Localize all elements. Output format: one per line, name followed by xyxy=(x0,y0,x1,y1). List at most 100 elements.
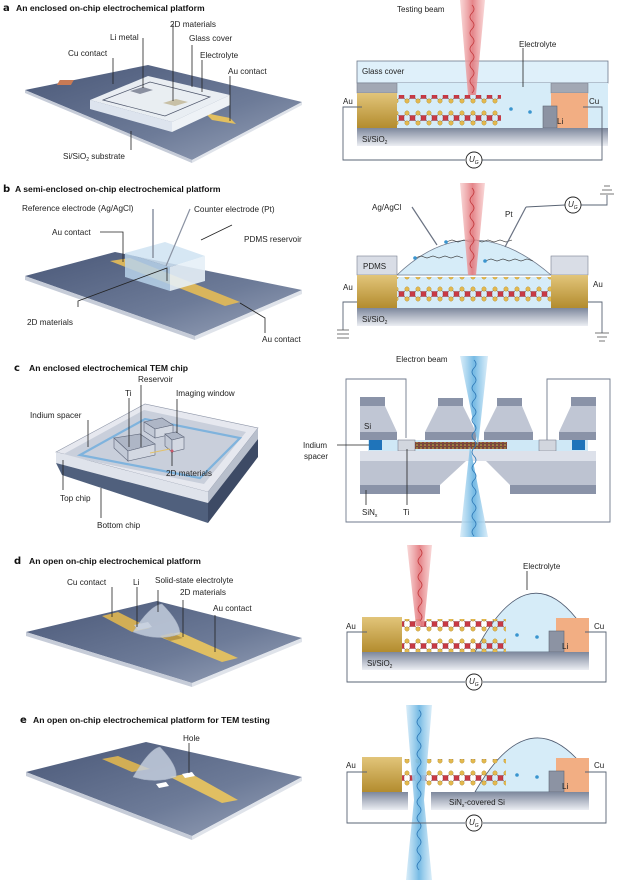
li-ion xyxy=(515,773,519,777)
cu-contact-pad xyxy=(56,80,74,85)
label-reference-electrode: Reference electrode (Ag/AgCl) xyxy=(22,204,134,213)
au-electrode xyxy=(362,617,402,652)
label-counter-electrode: Counter electrode (Pt) xyxy=(194,205,275,214)
wave-icon xyxy=(417,548,423,622)
label-indium-spacer: Indium spacer xyxy=(30,411,82,420)
label-li: Li xyxy=(562,642,568,651)
au-contact-pad xyxy=(205,113,236,124)
label-voltage: UG xyxy=(568,200,578,211)
panel-a: a An enclosed on-chip electrochemical pl… xyxy=(3,0,609,169)
label-li: Li xyxy=(562,782,568,791)
panel-d: d An open on-chip electrochemical platfo… xyxy=(14,545,607,691)
li-ion xyxy=(515,633,519,637)
panel-letter: d xyxy=(14,556,21,567)
label-electrolyte-right: Electrolyte xyxy=(519,40,557,49)
electron-beam xyxy=(406,705,432,880)
testing-beam xyxy=(460,0,485,95)
chip-illustration-b xyxy=(25,208,302,340)
counter-electrode xyxy=(165,208,191,267)
ground-icon xyxy=(600,185,614,195)
electron-beam xyxy=(460,356,488,537)
glass-cover xyxy=(90,76,230,122)
label-substrate-right: Si/SiO2 xyxy=(362,315,388,326)
indium-spacer xyxy=(369,440,382,450)
solid-electrolyte-dome xyxy=(132,746,177,781)
label-au-right: Au xyxy=(593,280,603,289)
label-au: Au xyxy=(346,761,356,770)
label-agcl: Ag/AgCl xyxy=(372,203,402,212)
label-indium-spacer-2: spacer xyxy=(304,452,328,461)
chip-illustration-c xyxy=(55,403,259,523)
ti-electrode xyxy=(397,439,416,452)
chip-illustration-a xyxy=(25,65,302,163)
li-block xyxy=(542,105,558,129)
label-2d-materials: 2D materials xyxy=(27,318,73,327)
materials-2d-dot xyxy=(170,449,174,453)
panel-title: An enclosed electrochemical TEM chip xyxy=(29,363,188,373)
panel-letter: a xyxy=(3,3,10,14)
agcl-electrode xyxy=(411,206,438,246)
lattice-2d-material xyxy=(415,442,507,449)
label-substrate: Si/SiO2 xyxy=(367,659,393,670)
label-glass-cover: Glass cover xyxy=(189,34,232,43)
label-pt: Pt xyxy=(505,210,513,219)
label-cu-contact: Cu contact xyxy=(67,578,107,587)
wave-icon xyxy=(469,4,475,94)
hole xyxy=(182,772,195,778)
li-metal xyxy=(130,87,153,94)
testing-beam xyxy=(407,545,432,626)
label-au: Au xyxy=(343,97,353,106)
hole xyxy=(156,782,169,788)
label-glass-cover-right: Glass cover xyxy=(362,67,405,76)
label-si: Si xyxy=(364,422,371,431)
lattice-2d-material xyxy=(397,277,551,308)
panel-title: An open on-chip electrochemical platform xyxy=(29,556,201,566)
label-reservoir: Reservoir xyxy=(138,375,173,384)
solid-electrolyte-dome xyxy=(132,603,181,638)
cu-contact-strip xyxy=(102,756,150,772)
label-li-metal: Li metal xyxy=(110,33,139,42)
label-au-contact: Au contact xyxy=(228,67,267,76)
si-block xyxy=(360,406,397,432)
panel-letter: c xyxy=(14,363,20,374)
cross-section-e xyxy=(346,705,607,880)
label-bottom-chip: Bottom chip xyxy=(97,521,141,530)
label-electrolyte: Electrolyte xyxy=(523,562,561,571)
panel-letter: b xyxy=(3,184,10,195)
chip-illustration-d xyxy=(26,601,302,687)
label-imaging-window: Imaging window xyxy=(176,389,235,398)
label-testing-beam: Testing beam xyxy=(397,5,445,14)
panel-title: An open on-chip electrochemical platform… xyxy=(33,715,270,725)
panel-c: c An enclosed electrochemical TEM chip xyxy=(14,355,611,537)
label-substrate-right: Si/SiO2 xyxy=(362,135,388,146)
indium-spacer-ring xyxy=(76,417,243,480)
wave-icon xyxy=(471,359,477,537)
surfactant-chain xyxy=(414,255,464,259)
sinx-layer xyxy=(360,485,440,494)
label-2d-materials: 2D materials xyxy=(170,20,216,29)
cross-section-d xyxy=(346,545,607,691)
wave-icon xyxy=(469,187,475,269)
materials-2d xyxy=(163,99,188,106)
voltage-source-icon xyxy=(465,151,483,169)
li-ion xyxy=(535,635,539,639)
label-2d-materials: 2D materials xyxy=(166,469,212,478)
label-voltage: UG xyxy=(469,677,479,688)
label-li: Li xyxy=(557,117,563,126)
label-electron-beam: Electron beam xyxy=(396,355,448,364)
au-electrode-left xyxy=(357,275,397,308)
voltage-source-icon xyxy=(465,814,483,832)
substrate xyxy=(26,601,302,683)
panel-title: An enclosed on-chip electrochemical plat… xyxy=(16,3,205,13)
label-au-contact: Au contact xyxy=(213,604,252,613)
label-electrolyte: Electrolyte xyxy=(200,51,239,60)
label-top-chip: Top chip xyxy=(60,494,91,503)
pdms-reservoir xyxy=(125,242,205,267)
electrolyte-chamber xyxy=(101,81,212,117)
label-ti: Ti xyxy=(403,508,410,517)
li-ion xyxy=(535,775,539,779)
ti-electrode xyxy=(538,439,557,452)
label-pdms-reservoir: PDMS reservoir xyxy=(244,235,302,244)
label-ti: Ti xyxy=(125,389,132,398)
